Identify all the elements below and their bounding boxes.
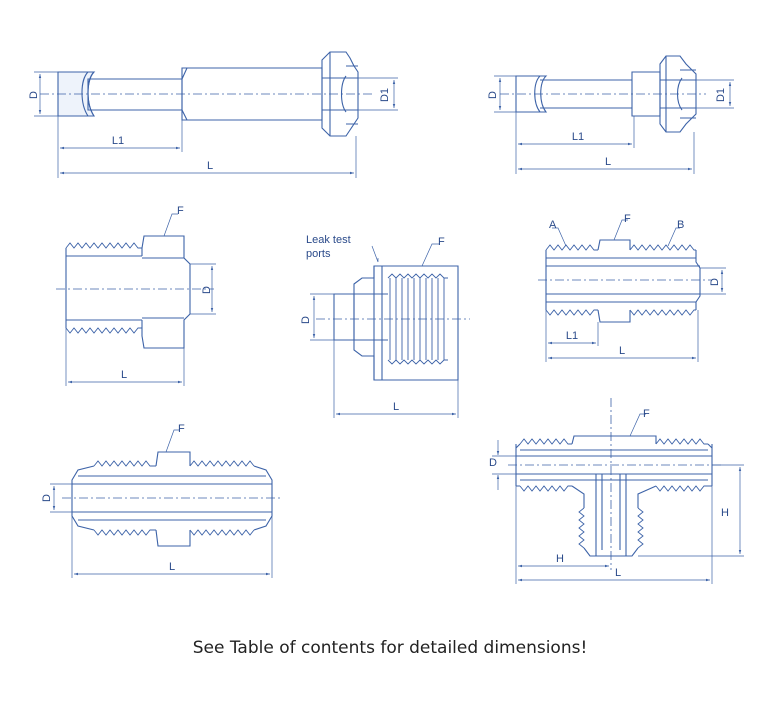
- label-d1: D1: [379, 88, 391, 102]
- label-a: A: [549, 219, 557, 231]
- label-b: B: [677, 219, 684, 231]
- label-l1: L1: [566, 330, 578, 342]
- label-d1: D1: [715, 88, 727, 102]
- drawing-union-tee: F D H H L: [489, 398, 744, 584]
- label-l: L: [605, 156, 611, 168]
- drawing-female-connector: Leak test ports F D L: [300, 234, 470, 418]
- label-l1: L1: [572, 131, 584, 143]
- label-l: L: [393, 401, 399, 413]
- label-d: D: [28, 91, 40, 99]
- drawing-male-connector: D L F: [56, 205, 216, 386]
- label-d: D: [487, 91, 499, 99]
- label-l1: L1: [112, 135, 124, 147]
- drawing-union: F D L: [41, 423, 282, 578]
- drawing-tube-stub-union-small: D D1 L1 L: [487, 55, 734, 174]
- label-d: D: [709, 278, 721, 286]
- label-l: L: [121, 369, 127, 381]
- label-f: F: [178, 423, 185, 435]
- label-l: L: [619, 345, 625, 357]
- label-l: L: [169, 561, 175, 573]
- label-f: F: [643, 408, 650, 420]
- drawing-male-union-ab: A F B D L1 L: [538, 213, 726, 362]
- caption-text: See Table of contents for detailed dimen…: [192, 638, 588, 658]
- drawing-tube-stub-union-large: D D1 L1 L: [28, 51, 398, 178]
- label-d: D: [201, 286, 213, 294]
- label-d: D: [41, 494, 53, 502]
- label-h: H: [556, 553, 564, 565]
- label-f: F: [624, 213, 631, 225]
- label-l: L: [615, 567, 621, 579]
- label-leak-test: Leak test: [306, 234, 351, 246]
- label-f: F: [177, 205, 184, 217]
- label-f: F: [438, 236, 445, 248]
- label-l: L: [207, 160, 213, 172]
- label-d: D: [489, 457, 497, 469]
- label-h: H: [721, 507, 729, 519]
- label-d: D: [300, 316, 312, 324]
- label-ports: ports: [306, 248, 331, 260]
